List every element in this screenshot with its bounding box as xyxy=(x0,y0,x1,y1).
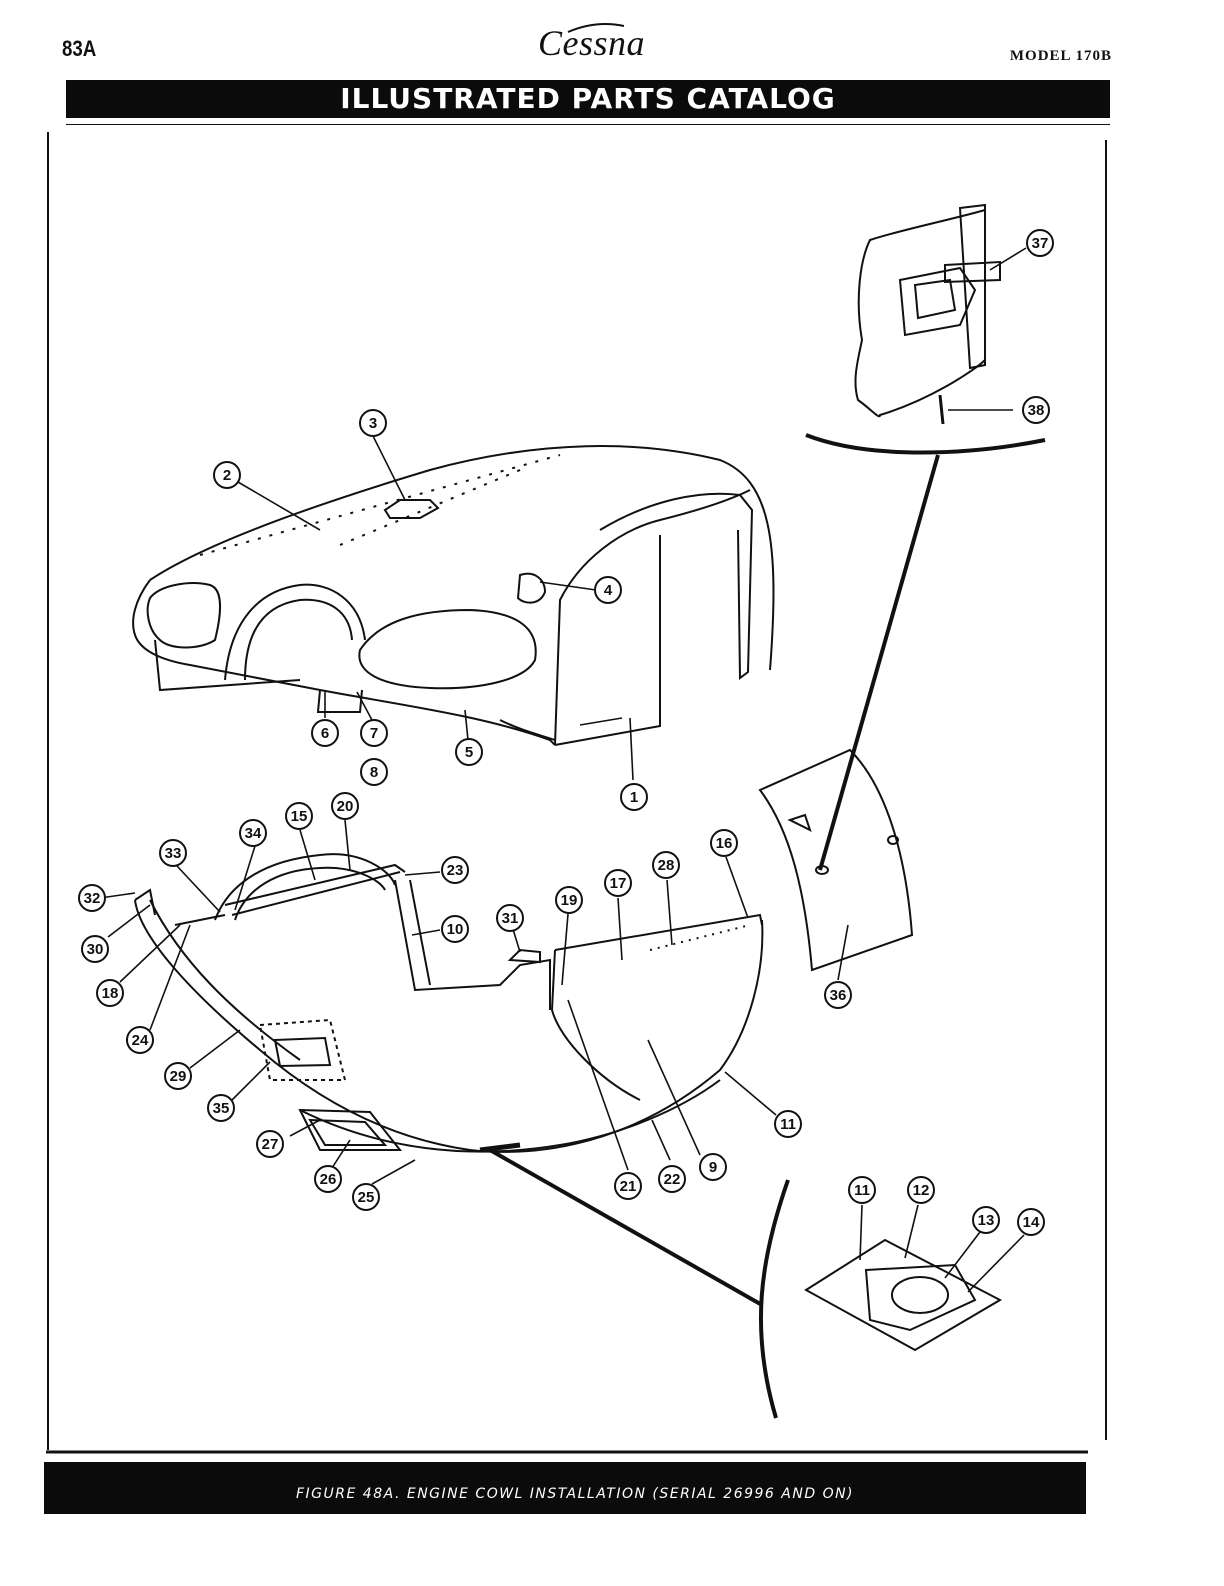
svg-text:18: 18 xyxy=(102,985,119,1002)
callout-bubbles: 3 2 4 6 7 8 5 1 37 38 15 20 34 33 23 10 … xyxy=(78,229,1054,1236)
page-number: 83A xyxy=(62,36,97,61)
svg-text:35: 35 xyxy=(213,1100,230,1117)
callout-12: 12 xyxy=(907,1176,935,1204)
side-access-panel xyxy=(758,748,914,972)
callout-38: 38 xyxy=(1022,396,1050,424)
latch-detail-inset xyxy=(854,203,1001,425)
lower-cowl xyxy=(134,853,764,1153)
svg-text:20: 20 xyxy=(337,798,354,815)
svg-text:28: 28 xyxy=(658,857,675,874)
callout-33: 33 xyxy=(159,839,187,867)
callout-17: 17 xyxy=(604,869,632,897)
upper-cowl xyxy=(132,445,775,746)
callout-32: 32 xyxy=(78,884,106,912)
svg-text:36: 36 xyxy=(830,987,847,1004)
callout-6: 6 xyxy=(311,719,339,747)
callout-8: 8 xyxy=(360,758,388,786)
callout-13: 13 xyxy=(972,1206,1000,1234)
callout-24: 24 xyxy=(126,1026,154,1054)
svg-text:2: 2 xyxy=(223,467,231,484)
callout-30: 30 xyxy=(81,935,109,963)
callout-3: 3 xyxy=(359,409,387,437)
callout-18: 18 xyxy=(96,979,124,1007)
callout-27: 27 xyxy=(256,1130,284,1158)
svg-text:9: 9 xyxy=(709,1159,717,1176)
svg-text:12: 12 xyxy=(913,1182,930,1199)
svg-text:26: 26 xyxy=(320,1171,337,1188)
callout-9: 9 xyxy=(699,1153,727,1181)
callout-10: 10 xyxy=(441,915,469,943)
svg-text:3: 3 xyxy=(369,415,377,432)
callout-34: 34 xyxy=(239,819,267,847)
svg-text:33: 33 xyxy=(165,845,182,862)
callout-1: 1 xyxy=(620,783,648,811)
svg-text:19: 19 xyxy=(561,892,578,909)
callout-5: 5 xyxy=(455,738,483,766)
svg-text:7: 7 xyxy=(370,725,378,742)
svg-text:17: 17 xyxy=(610,875,627,892)
callout-20: 20 xyxy=(331,792,359,820)
svg-text:11: 11 xyxy=(780,1116,796,1133)
svg-text:29: 29 xyxy=(170,1068,187,1085)
svg-text:15: 15 xyxy=(291,808,308,825)
exploded-view-diagram: 3 2 4 6 7 8 5 1 37 38 15 20 34 33 23 10 … xyxy=(46,124,1110,1454)
catalog-title: ILLUSTRATED PARTS CATALOG xyxy=(66,80,1110,118)
svg-text:25: 25 xyxy=(358,1189,375,1206)
callout-11: 11 xyxy=(774,1110,802,1138)
callout-22: 22 xyxy=(658,1165,686,1193)
callout-2: 2 xyxy=(213,461,241,489)
svg-text:14: 14 xyxy=(1023,1214,1040,1231)
callout-37: 37 xyxy=(1026,229,1054,257)
leader-lines xyxy=(99,247,1027,1293)
svg-text:10: 10 xyxy=(447,921,464,938)
svg-text:4: 4 xyxy=(604,582,613,599)
callout-15: 15 xyxy=(285,802,313,830)
callout-36: 36 xyxy=(824,981,852,1009)
callout-7: 7 xyxy=(360,719,388,747)
callout-35: 35 xyxy=(207,1094,235,1122)
svg-text:34: 34 xyxy=(245,825,262,842)
brand-logo: Cessna xyxy=(538,23,646,63)
svg-text:11: 11 xyxy=(854,1182,870,1199)
svg-text:24: 24 xyxy=(132,1032,149,1049)
callout-19: 19 xyxy=(555,886,583,914)
callout-28: 28 xyxy=(652,851,680,879)
svg-text:1: 1 xyxy=(630,789,638,806)
svg-text:13: 13 xyxy=(978,1212,995,1229)
svg-text:38: 38 xyxy=(1028,402,1045,419)
callout-4: 4 xyxy=(594,576,622,604)
svg-text:32: 32 xyxy=(84,890,101,907)
svg-text:6: 6 xyxy=(321,725,329,742)
svg-text:23: 23 xyxy=(447,862,464,879)
callout-31: 31 xyxy=(496,904,524,932)
svg-text:5: 5 xyxy=(465,744,473,761)
svg-text:16: 16 xyxy=(716,835,733,852)
svg-text:27: 27 xyxy=(262,1136,279,1153)
callout-21: 21 xyxy=(614,1172,642,1200)
figure-caption: FIGURE 48A. ENGINE COWL INSTALLATION (SE… xyxy=(296,1486,855,1502)
svg-text:8: 8 xyxy=(370,764,378,781)
brand-swoosh-icon xyxy=(567,23,625,33)
callout-11-detail: 11 xyxy=(848,1176,876,1204)
callout-29: 29 xyxy=(164,1062,192,1090)
callout-25: 25 xyxy=(352,1183,380,1211)
callout-26: 26 xyxy=(314,1165,342,1193)
svg-text:37: 37 xyxy=(1032,235,1049,252)
svg-text:22: 22 xyxy=(664,1171,681,1188)
svg-text:30: 30 xyxy=(87,941,104,958)
svg-text:31: 31 xyxy=(502,910,519,927)
svg-text:21: 21 xyxy=(620,1178,637,1195)
callout-16: 16 xyxy=(710,829,738,857)
gasket-detail-inset xyxy=(804,1238,1003,1352)
callout-14: 14 xyxy=(1017,1208,1045,1236)
callout-23: 23 xyxy=(441,856,469,884)
figure-caption-bar: FIGURE 48A. ENGINE COWL INSTALLATION (SE… xyxy=(44,1462,1086,1514)
model-label: MODEL 170B xyxy=(1009,48,1112,64)
